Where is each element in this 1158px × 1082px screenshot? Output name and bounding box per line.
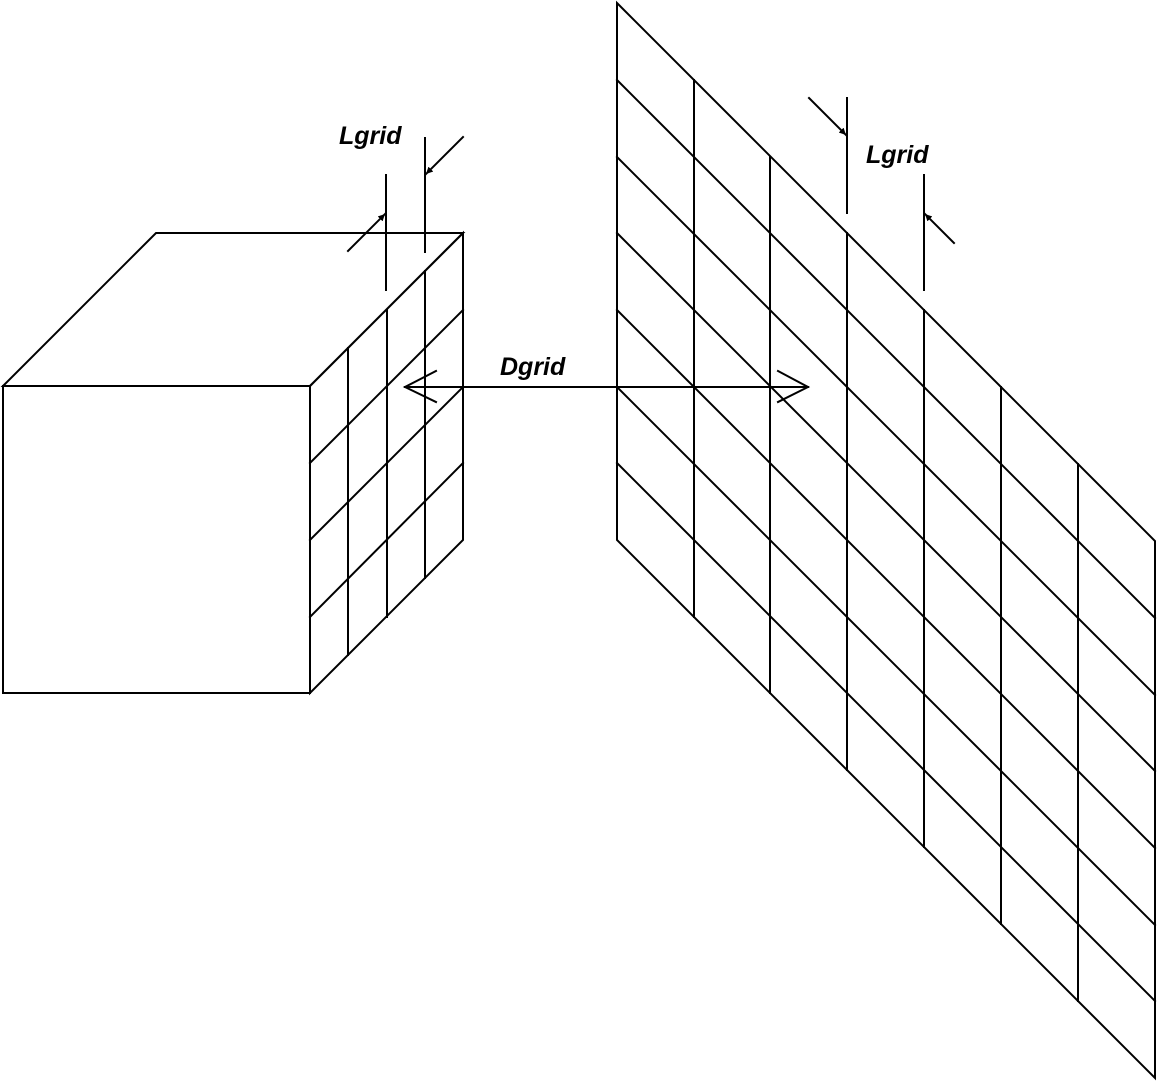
lgrid-right-label: Lgrid [866,141,929,169]
cube-right-face [309,230,464,696]
grid-plane [615,0,1157,1081]
lgrid-right-dimension [807,96,956,291]
grid-plane-diagonal-lines [615,78,1157,1003]
grid-plane-vertical-lines [693,79,1079,1002]
dgrid-dimension [402,369,811,404]
lgrid-left-arrow-lower [346,212,387,253]
cube-right-face-grid [308,270,465,656]
lgrid-left-label: Lgrid [339,122,402,150]
grid-plane-outline [616,0,1156,1081]
cube [0,230,466,696]
dgrid-arrowhead-right [776,369,811,404]
cube-top-face [0,232,466,387]
dgrid-arrowhead-left [402,369,438,404]
lgrid-right-arrow-lower [923,212,956,245]
dgrid-label: Dgrid [500,353,566,381]
cube-front-face [2,385,311,694]
lgrid-right-arrow-upper [807,96,848,137]
lgrid-left-dimension [346,135,465,291]
lgrid-left-arrow-upper [424,135,465,176]
